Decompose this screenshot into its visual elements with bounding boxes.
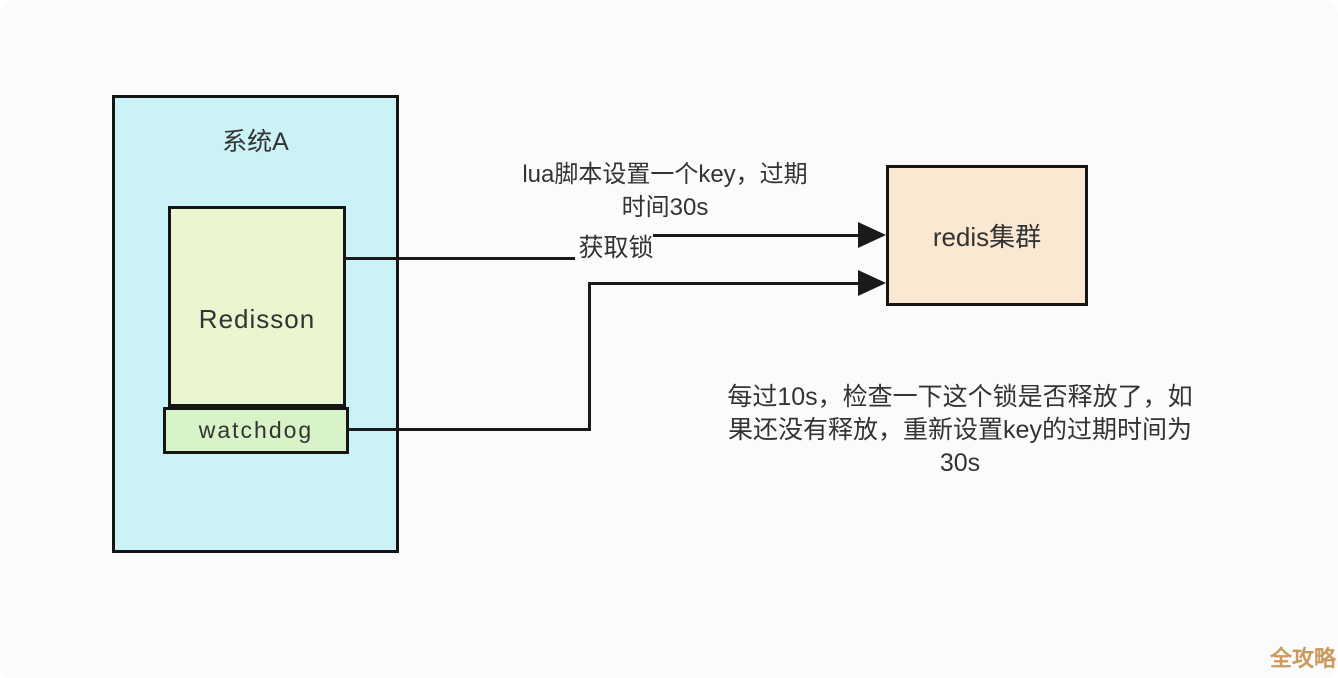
node-redis-cluster: redis集群	[886, 165, 1088, 306]
redisson-label: Redisson	[198, 304, 316, 334]
arrow-head-watchdog-icon	[858, 270, 886, 296]
watermark-text: 全攻略	[1269, 646, 1336, 671]
lua-script-note: lua脚本设置一个key，过期 时间30s	[522, 161, 808, 221]
connector-acquire-lock-segment-left	[345, 257, 575, 260]
acquire-lock-label: 获取锁	[578, 234, 654, 262]
node-redisson: Redisson	[168, 206, 346, 407]
connector-acquire-lock-segment-right	[653, 234, 858, 237]
watchdog-label: watchdog	[198, 417, 314, 443]
watchdog-check-note: 每过10s，检查一下这个锁是否释放了，如 果还没有释放，重新设置key的过期时间…	[727, 383, 1193, 477]
connector-watchdog-segment-bottom	[348, 428, 591, 431]
connector-watchdog-segment-top	[588, 282, 858, 285]
connector-watchdog-segment-vertical	[588, 283, 591, 431]
arrow-head-acquire-lock-icon	[858, 222, 886, 248]
redis-cluster-label: redis集群	[932, 222, 1042, 252]
node-watchdog: watchdog	[163, 407, 349, 454]
system-a-label: 系统A	[222, 128, 289, 156]
